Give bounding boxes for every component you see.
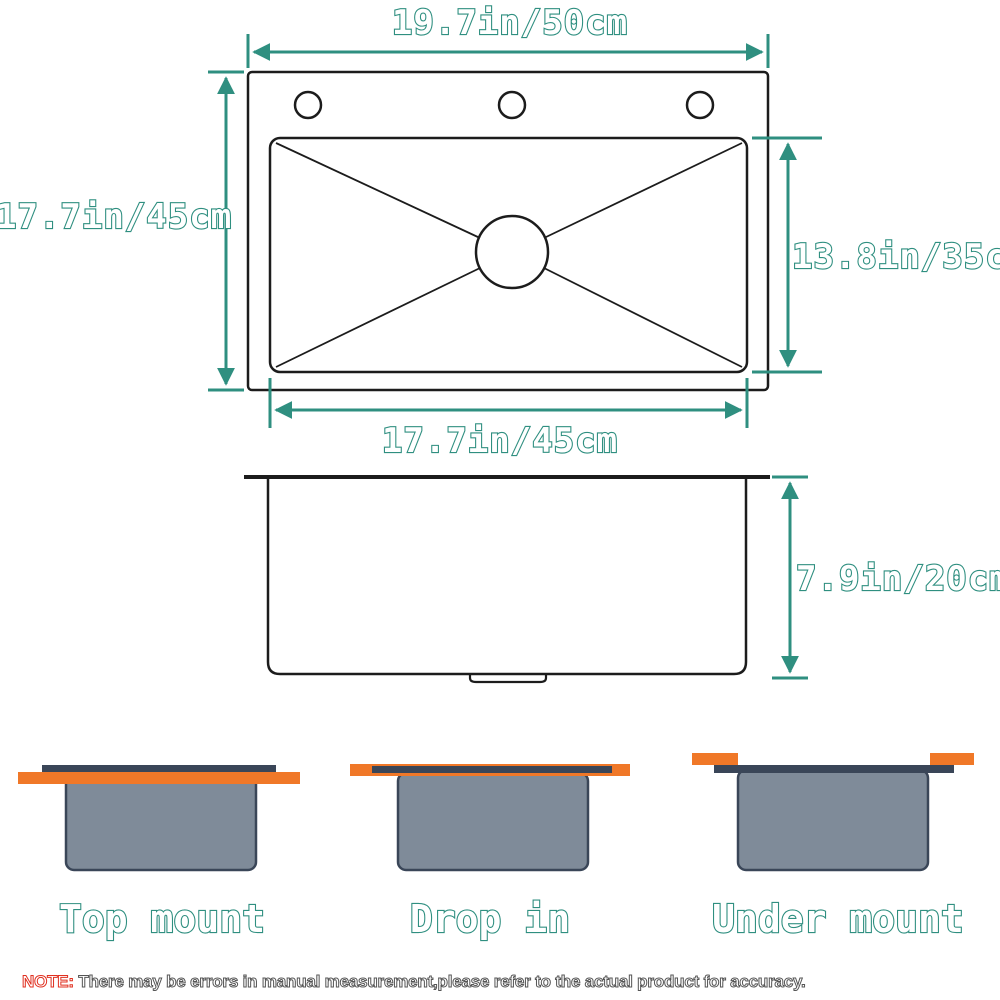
top-mount-rim bbox=[42, 765, 276, 772]
drain-circle bbox=[474, 214, 550, 290]
sink-outer-rim bbox=[246, 70, 770, 392]
under-mount-rim bbox=[714, 765, 954, 773]
sink-top-view bbox=[246, 70, 770, 392]
bowl-width-label: 17.7in/45cm bbox=[382, 421, 618, 461]
overall-width-label: 19.7in/50cm bbox=[392, 3, 628, 43]
faucet-hole-right bbox=[685, 90, 715, 120]
under-mount-basin bbox=[736, 768, 930, 872]
sink-bowl bbox=[268, 136, 749, 374]
mount-drop bbox=[350, 764, 630, 872]
top-mount-label: Top mount bbox=[59, 897, 265, 941]
bowl-depth-label: 13.8in/35cm bbox=[792, 237, 1000, 277]
under-mount-clip-left bbox=[692, 753, 738, 765]
note-tag: NOTE: bbox=[22, 972, 75, 992]
top-mount-flange bbox=[18, 772, 300, 784]
note-text: There may be errors in manual measuremen… bbox=[78, 972, 806, 992]
under-mount-clip-right bbox=[930, 753, 974, 765]
dimension-lines bbox=[208, 34, 822, 428]
drop-in-label: Drop in bbox=[410, 897, 570, 941]
faucet-hole-center bbox=[497, 90, 527, 120]
overall-depth-label: 17.7in/45cm bbox=[0, 197, 232, 237]
top-mount-basin bbox=[64, 774, 258, 872]
under-mount-label: Under mount bbox=[712, 897, 964, 941]
drop-in-basin bbox=[396, 771, 590, 872]
bowl-height-label: 7.9in/20cm bbox=[796, 559, 1000, 599]
drop-in-rim bbox=[372, 766, 612, 773]
mount-under bbox=[692, 753, 974, 872]
sink-side-view bbox=[244, 475, 770, 684]
note-line: NOTE: There may be errors in manual meas… bbox=[22, 972, 992, 992]
mount-top bbox=[18, 765, 300, 872]
faucet-hole-left bbox=[293, 90, 323, 120]
side-basin bbox=[266, 477, 748, 676]
side-drain bbox=[468, 674, 548, 684]
